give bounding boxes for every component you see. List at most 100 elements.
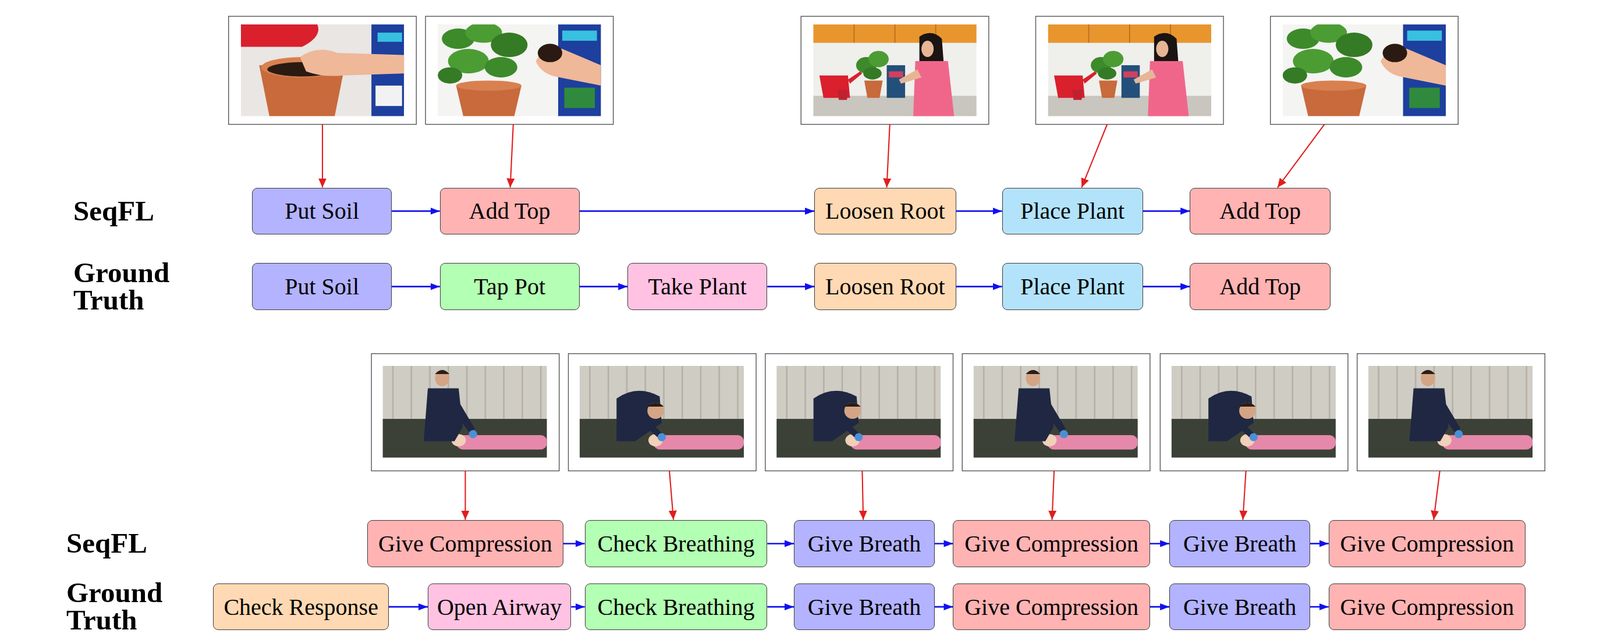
sequence-arrow	[956, 210, 1003, 213]
sequence-arrow	[570, 606, 585, 609]
step-box: Take Plant	[627, 263, 768, 311]
photo	[382, 366, 547, 459]
step-box: Place Plant	[1002, 187, 1144, 236]
step-box: Put Soil	[252, 263, 392, 311]
step-text: Give Breath	[807, 593, 921, 622]
row-label: Ground Truth	[73, 259, 211, 314]
step-box: Give Compression	[367, 520, 564, 568]
frame-pointer	[464, 470, 466, 520]
sequence-arrow	[767, 606, 794, 609]
photo-frame-group	[371, 353, 1545, 471]
frame-pointer	[1052, 470, 1055, 520]
frame-pointer	[1242, 470, 1246, 520]
sequence-arrow	[767, 285, 815, 288]
step-text: Loosen Root	[825, 272, 946, 301]
photo	[1171, 366, 1336, 459]
photo-frame	[425, 16, 614, 125]
sequence-arrow	[1143, 210, 1191, 213]
step-box: Check Response	[213, 583, 389, 631]
photo	[579, 366, 744, 459]
step-text: Place Plant	[1020, 272, 1125, 301]
step-text: Give Compression	[1339, 530, 1514, 558]
step-box: Check Breathing	[584, 520, 768, 568]
step-text: Check Breathing	[597, 593, 755, 622]
photo-frame	[1159, 353, 1348, 471]
sequence-arrow	[579, 285, 628, 288]
step-box: Place Plant	[1002, 263, 1144, 311]
photo-frame	[1270, 16, 1459, 125]
photo-frame	[1357, 353, 1546, 471]
step-box: Give Compression	[952, 520, 1150, 568]
step-text: Give Breath	[1183, 593, 1297, 622]
step-text: Give Breath	[807, 530, 921, 558]
sequence-arrow	[388, 606, 428, 609]
sequence-arrow	[1310, 543, 1329, 545]
row-label: Ground Truth	[66, 579, 204, 634]
photo-frame	[962, 353, 1151, 471]
sequence-arrow	[934, 606, 954, 609]
photo-frame-group	[228, 16, 1459, 125]
step-text: Give Breath	[1183, 530, 1297, 558]
step-text: Give Compression	[964, 530, 1139, 558]
step-text: Give Compression	[378, 530, 553, 558]
step-text: Give Compression	[1339, 593, 1514, 622]
sequence-arrow	[767, 543, 794, 545]
step-box: Check Breathing	[584, 583, 768, 631]
sequence-arrow	[1150, 543, 1170, 545]
step-text: Place Plant	[1020, 197, 1125, 225]
step-box: Give Compression	[1328, 520, 1526, 568]
step-box: Give Breath	[793, 583, 935, 631]
photo	[1368, 366, 1533, 459]
sequence-arrow	[391, 210, 440, 213]
step-box: Tap Pot	[440, 263, 580, 311]
row-label: SeqFL	[73, 197, 211, 226]
step-text: Put Soil	[284, 272, 360, 301]
frame-pointer	[1277, 124, 1325, 188]
step-text: Check Response	[223, 593, 379, 622]
photo	[240, 24, 405, 117]
frame-pointer	[887, 124, 890, 188]
step-box: Give Compression	[1328, 583, 1526, 631]
step-text: Open Airway	[437, 593, 562, 622]
frame-pointer-group	[322, 124, 1440, 521]
frame-pointer	[321, 124, 324, 188]
sequence-arrow	[391, 285, 440, 288]
photo-frame	[568, 353, 757, 471]
photo-frame	[228, 16, 417, 125]
step-text: Tap Pot	[473, 272, 546, 301]
photo	[973, 366, 1138, 459]
step-box: Give Compression	[952, 583, 1150, 631]
step-text: Add Top	[1219, 272, 1301, 301]
step-text: Take Plant	[648, 272, 747, 301]
step-text: Loosen Root	[825, 197, 946, 225]
sequence-arrow	[1143, 285, 1191, 288]
step-box: Give Breath	[793, 520, 935, 568]
frame-pointer	[510, 124, 514, 188]
photo-frame	[1035, 16, 1224, 125]
frame-pointer	[1433, 470, 1440, 520]
photo	[1048, 24, 1212, 117]
step-box: Put Soil	[252, 187, 392, 236]
step-box: Loosen Root	[814, 263, 957, 311]
photo	[776, 366, 941, 459]
sequence-arrow	[579, 210, 815, 213]
photo	[813, 24, 977, 117]
step-text: Check Breathing	[597, 530, 755, 558]
step-box: Add Top	[1189, 187, 1331, 236]
sequence-arrow	[563, 543, 585, 545]
frame-pointer	[861, 470, 864, 520]
step-box: Give Breath	[1169, 583, 1311, 631]
step-box: Give Breath	[1169, 520, 1311, 568]
frame-pointer	[669, 470, 674, 520]
sequence-arrow	[1310, 606, 1329, 609]
photo-frame	[765, 353, 954, 471]
step-box: Loosen Root	[814, 187, 957, 236]
photo-frame	[371, 353, 560, 471]
step-text: Put Soil	[284, 197, 360, 225]
row-label: SeqFL	[66, 530, 204, 558]
step-text: Add Top	[469, 197, 551, 225]
step-box: Add Top	[1189, 263, 1331, 311]
step-box: Open Airway	[427, 583, 571, 631]
